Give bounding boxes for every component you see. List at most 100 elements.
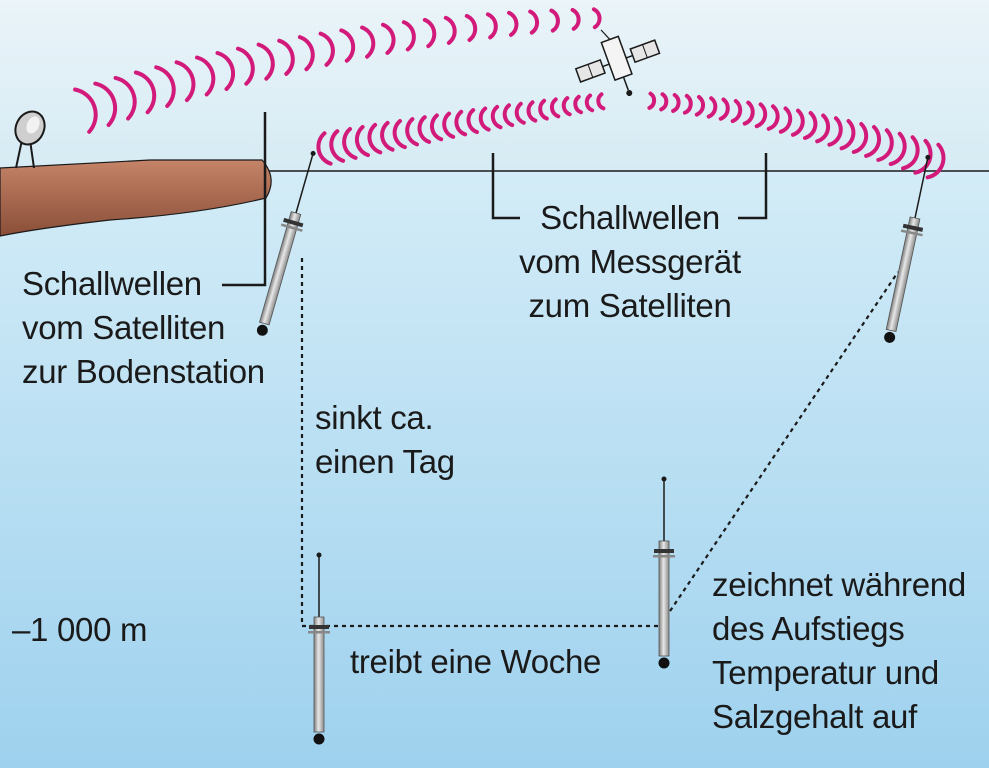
sound-wave-arc	[526, 100, 538, 123]
sound-wave-arc	[154, 65, 176, 108]
sound-waves-left-float-to-satellite	[316, 92, 606, 166]
sound-wave-arc	[318, 31, 335, 67]
sound-wave-arc	[485, 12, 498, 40]
sound-wave-arc	[381, 22, 396, 55]
label-line: zum Satelliten	[528, 287, 732, 324]
sound-wave-arc	[570, 7, 581, 31]
sound-wave-arc	[694, 95, 706, 117]
sound-wave-arc	[367, 122, 383, 155]
sound-wave-arc	[596, 92, 606, 111]
sound-wave-arc	[514, 101, 526, 125]
sound-wave-arc	[443, 15, 457, 45]
sound-wave-arc	[549, 97, 561, 119]
sound-wave-arc	[429, 113, 444, 142]
sound-wave-arc	[815, 113, 831, 144]
sound-wave-arc	[682, 93, 693, 115]
sound-waves-right-float-to-satellite	[647, 91, 946, 180]
label-satellite-waves: Schallwellen vom Messgerät zum Satellite…	[505, 196, 755, 328]
sound-wave-arc	[754, 102, 768, 129]
label-ground-waves: Schallwellen vom Satelliten zur Bodensta…	[22, 262, 265, 394]
sound-wave-arc	[671, 93, 681, 113]
sound-wave-arc	[538, 98, 549, 121]
sound-wave-arc	[766, 104, 780, 131]
sound-wave-arc	[329, 129, 346, 163]
sea	[0, 171, 989, 768]
sound-wave-arc	[360, 25, 376, 59]
label-drifts: treibt eine Woche	[350, 643, 602, 680]
sound-wave-arc	[195, 55, 216, 97]
sound-wave-arc	[422, 17, 437, 49]
sound-wave-arc	[549, 8, 560, 33]
label-depth: –1 000 m	[12, 611, 148, 648]
satellite-dish-icon	[14, 110, 46, 169]
label-line: des Aufstiegs	[712, 610, 905, 647]
sound-wave-arc	[730, 99, 743, 124]
label-line: zur Bodenstation	[22, 353, 265, 390]
float-path-dotted	[300, 258, 899, 628]
sound-wave-arc	[647, 91, 657, 110]
sound-wave-arc	[888, 131, 907, 166]
label-records: zeichnet während des Aufstiegs Temperatu…	[712, 563, 966, 739]
sound-wave-arc	[236, 46, 255, 86]
sound-wave-arc	[354, 125, 370, 158]
sound-wave-arc	[417, 115, 432, 144]
sound-wave-arc	[490, 104, 503, 130]
sound-wave-arc	[174, 60, 196, 103]
sound-wave-arc	[561, 96, 572, 117]
sound-wave-arc	[925, 142, 946, 180]
label-line: Salzgehalt auf	[712, 698, 917, 735]
label-line: sinkt ca.	[315, 399, 434, 436]
label-sinks: sinkt ca. einen Tag	[315, 396, 455, 484]
sound-wave-arc	[113, 75, 137, 121]
sound-wave-arc	[73, 87, 98, 134]
label-line: vom Messgerät	[519, 243, 741, 280]
sound-wave-arc	[478, 106, 491, 132]
sound-wave-arc	[405, 117, 419, 147]
sound-wave-arc	[277, 38, 295, 76]
sound-wave-arc	[573, 94, 583, 115]
sound-wave-arc	[342, 127, 358, 160]
sound-waves-to-ground-station	[73, 7, 602, 134]
sound-wave-arc	[401, 20, 416, 52]
sound-wave-arc	[442, 111, 456, 139]
sound-wave-arc	[901, 135, 920, 171]
sound-wave-arc	[659, 92, 669, 112]
land-strip	[0, 159, 272, 237]
label-line: Schallwellen	[22, 265, 202, 302]
sound-wave-arc	[913, 138, 933, 175]
sound-wave-arc	[316, 131, 333, 166]
sound-wave-arc	[380, 120, 395, 152]
sound-wave-arc	[507, 10, 519, 37]
sound-wave-arc	[876, 128, 894, 162]
sound-wave-arc	[297, 35, 315, 72]
label-line: Temperatur und	[712, 654, 939, 691]
sound-wave-arc	[827, 116, 843, 147]
sound-wave-arc	[502, 103, 515, 128]
sound-wave-arc	[706, 96, 718, 119]
sound-wave-arc	[93, 81, 118, 127]
bracket-satellite-waves	[491, 153, 768, 220]
satellite-icon	[574, 29, 661, 97]
sound-wave-arc	[256, 42, 275, 81]
sound-wave-arc	[584, 93, 595, 113]
sound-wave-arc	[851, 122, 869, 154]
sound-wave-arc	[839, 119, 856, 151]
label-line: Schallwellen	[540, 199, 720, 236]
bracket-ground-waves	[222, 112, 267, 287]
sound-wave-arc	[215, 51, 236, 91]
sound-wave-arc	[742, 100, 755, 126]
sound-wave-arc	[392, 119, 407, 150]
sound-wave-arc	[778, 106, 793, 134]
sound-wave-arc	[466, 108, 479, 134]
label-line: vom Satelliten	[22, 309, 226, 346]
sound-wave-arc	[133, 70, 157, 115]
sound-wave-arc	[718, 97, 730, 121]
sound-wave-arc	[591, 7, 602, 30]
sound-wave-arc	[464, 13, 478, 42]
sound-wave-arc	[790, 108, 805, 137]
sound-wave-arc	[339, 28, 356, 63]
sound-wave-arc	[454, 109, 468, 137]
sound-wave-arc	[864, 125, 882, 158]
